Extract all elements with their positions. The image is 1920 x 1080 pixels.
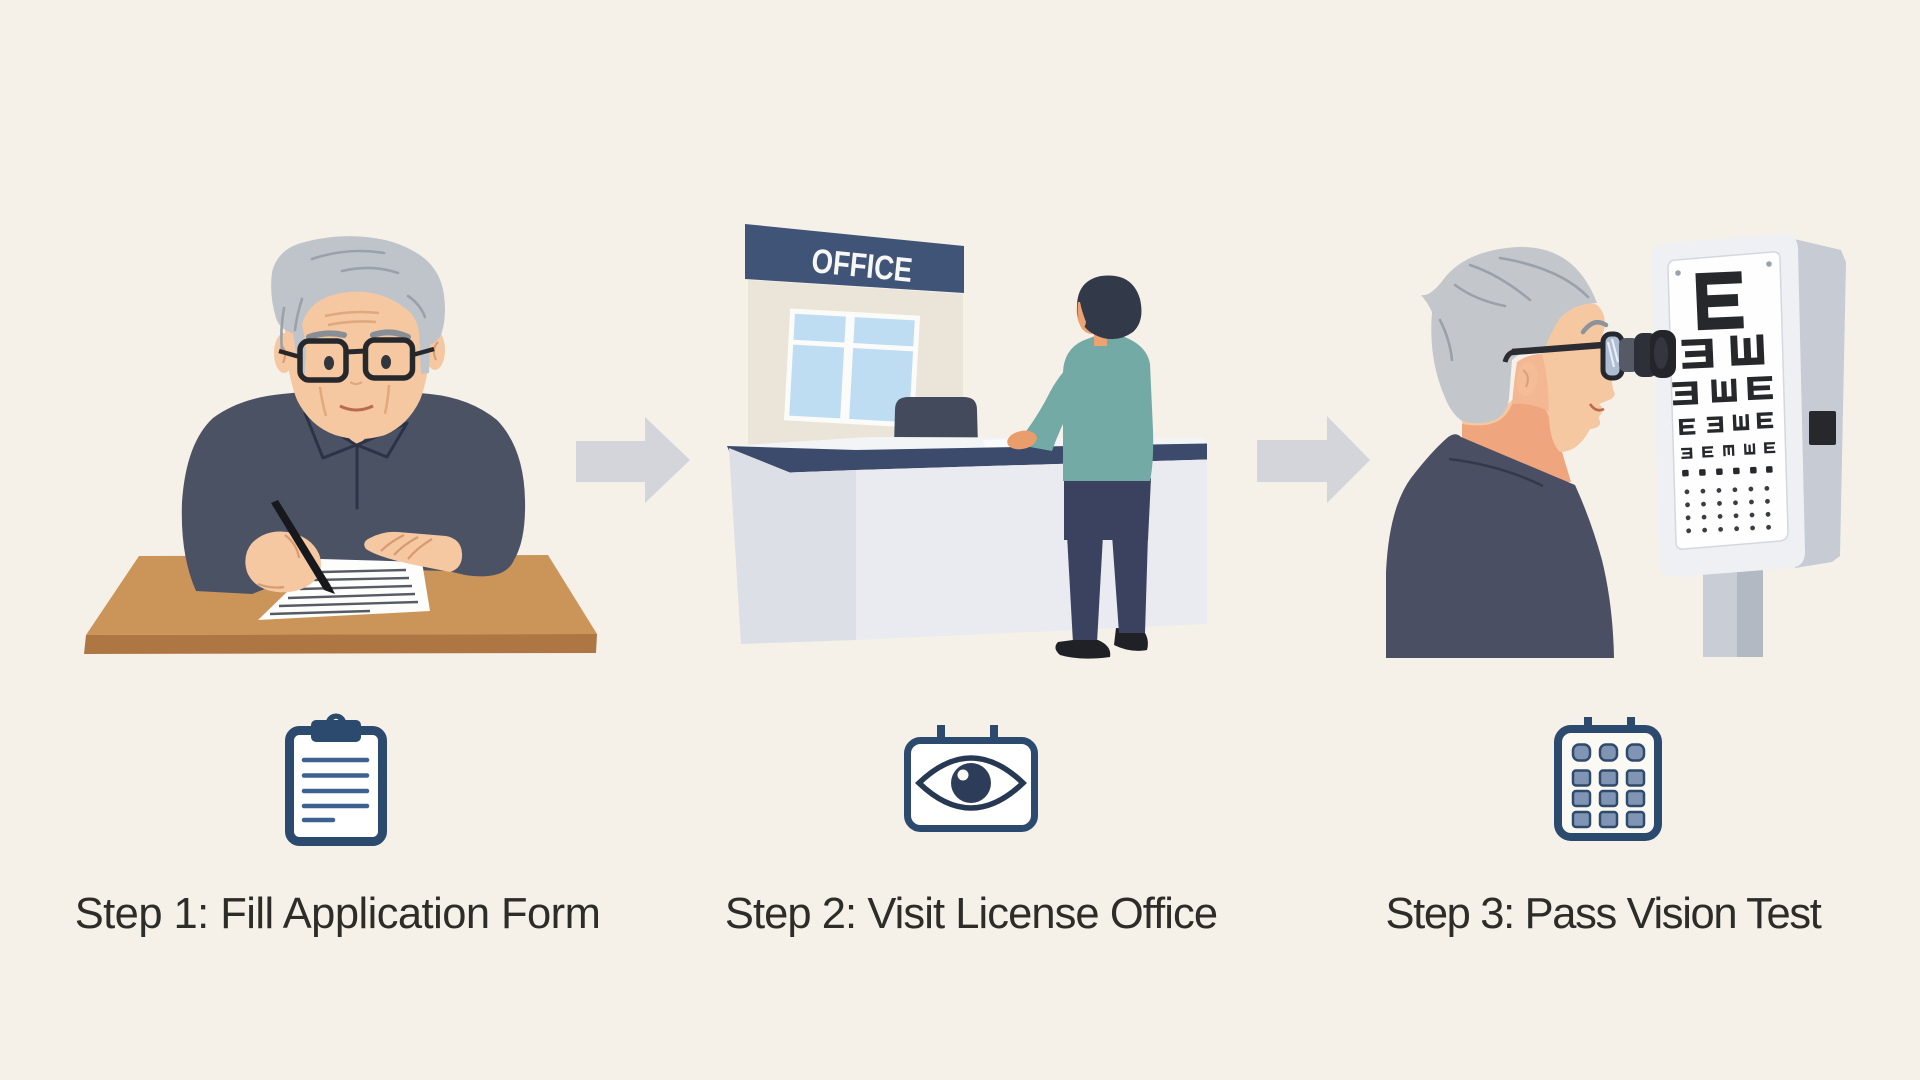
svg-text:Step 1: Fill Application Form: Step 1: Fill Application Form — [75, 890, 601, 938]
svg-text:Step 3: Pass Vision Test: Step 3: Pass Vision Test — [1385, 890, 1821, 938]
svg-text:Step 2: Visit License Office: Step 2: Visit License Office — [725, 890, 1217, 938]
